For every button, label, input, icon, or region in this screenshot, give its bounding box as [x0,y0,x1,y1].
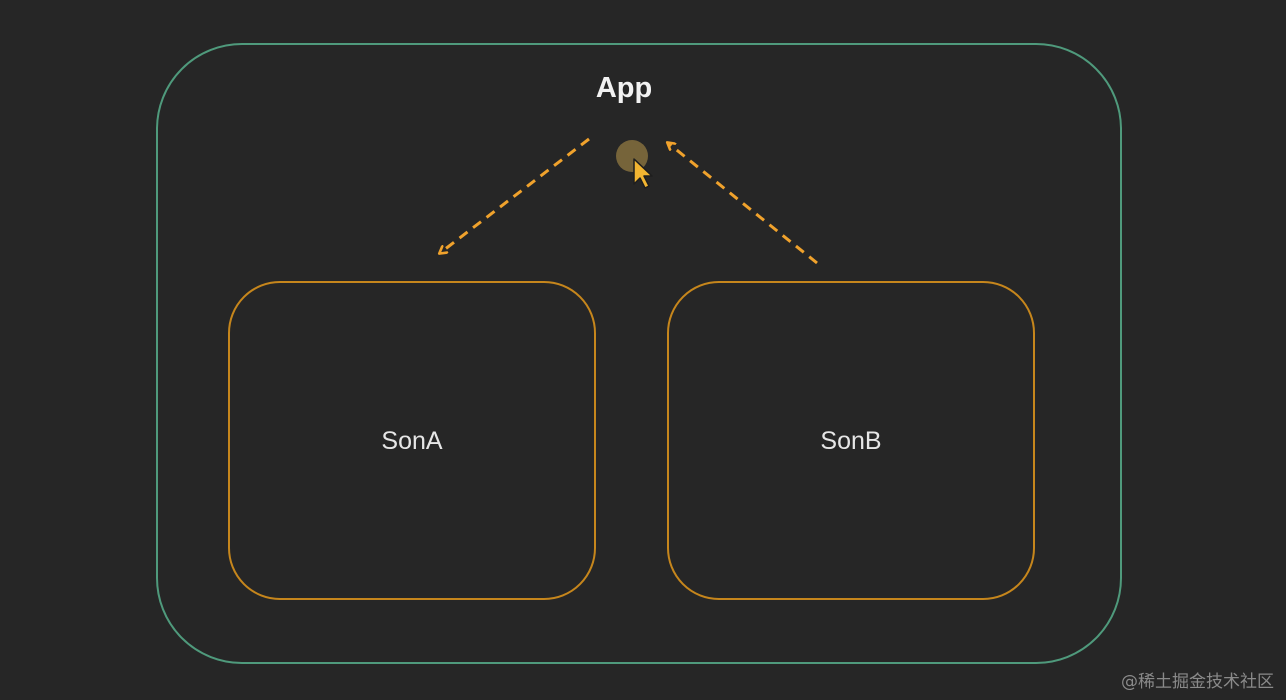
watermark: @稀土掘金技术社区 [1121,672,1274,692]
son-b-component-box: SonB [667,281,1035,600]
app-label: App [595,72,653,104]
mouse-pointer-icon [633,158,653,189]
app-component-box [156,43,1122,664]
son-a-component-box: SonA [228,281,596,600]
son-b-label: SonB [820,427,882,455]
arrow-app-to-son-a [440,137,590,253]
son-a-label: SonA [381,427,443,455]
arrow-son-b-to-app [668,143,818,265]
